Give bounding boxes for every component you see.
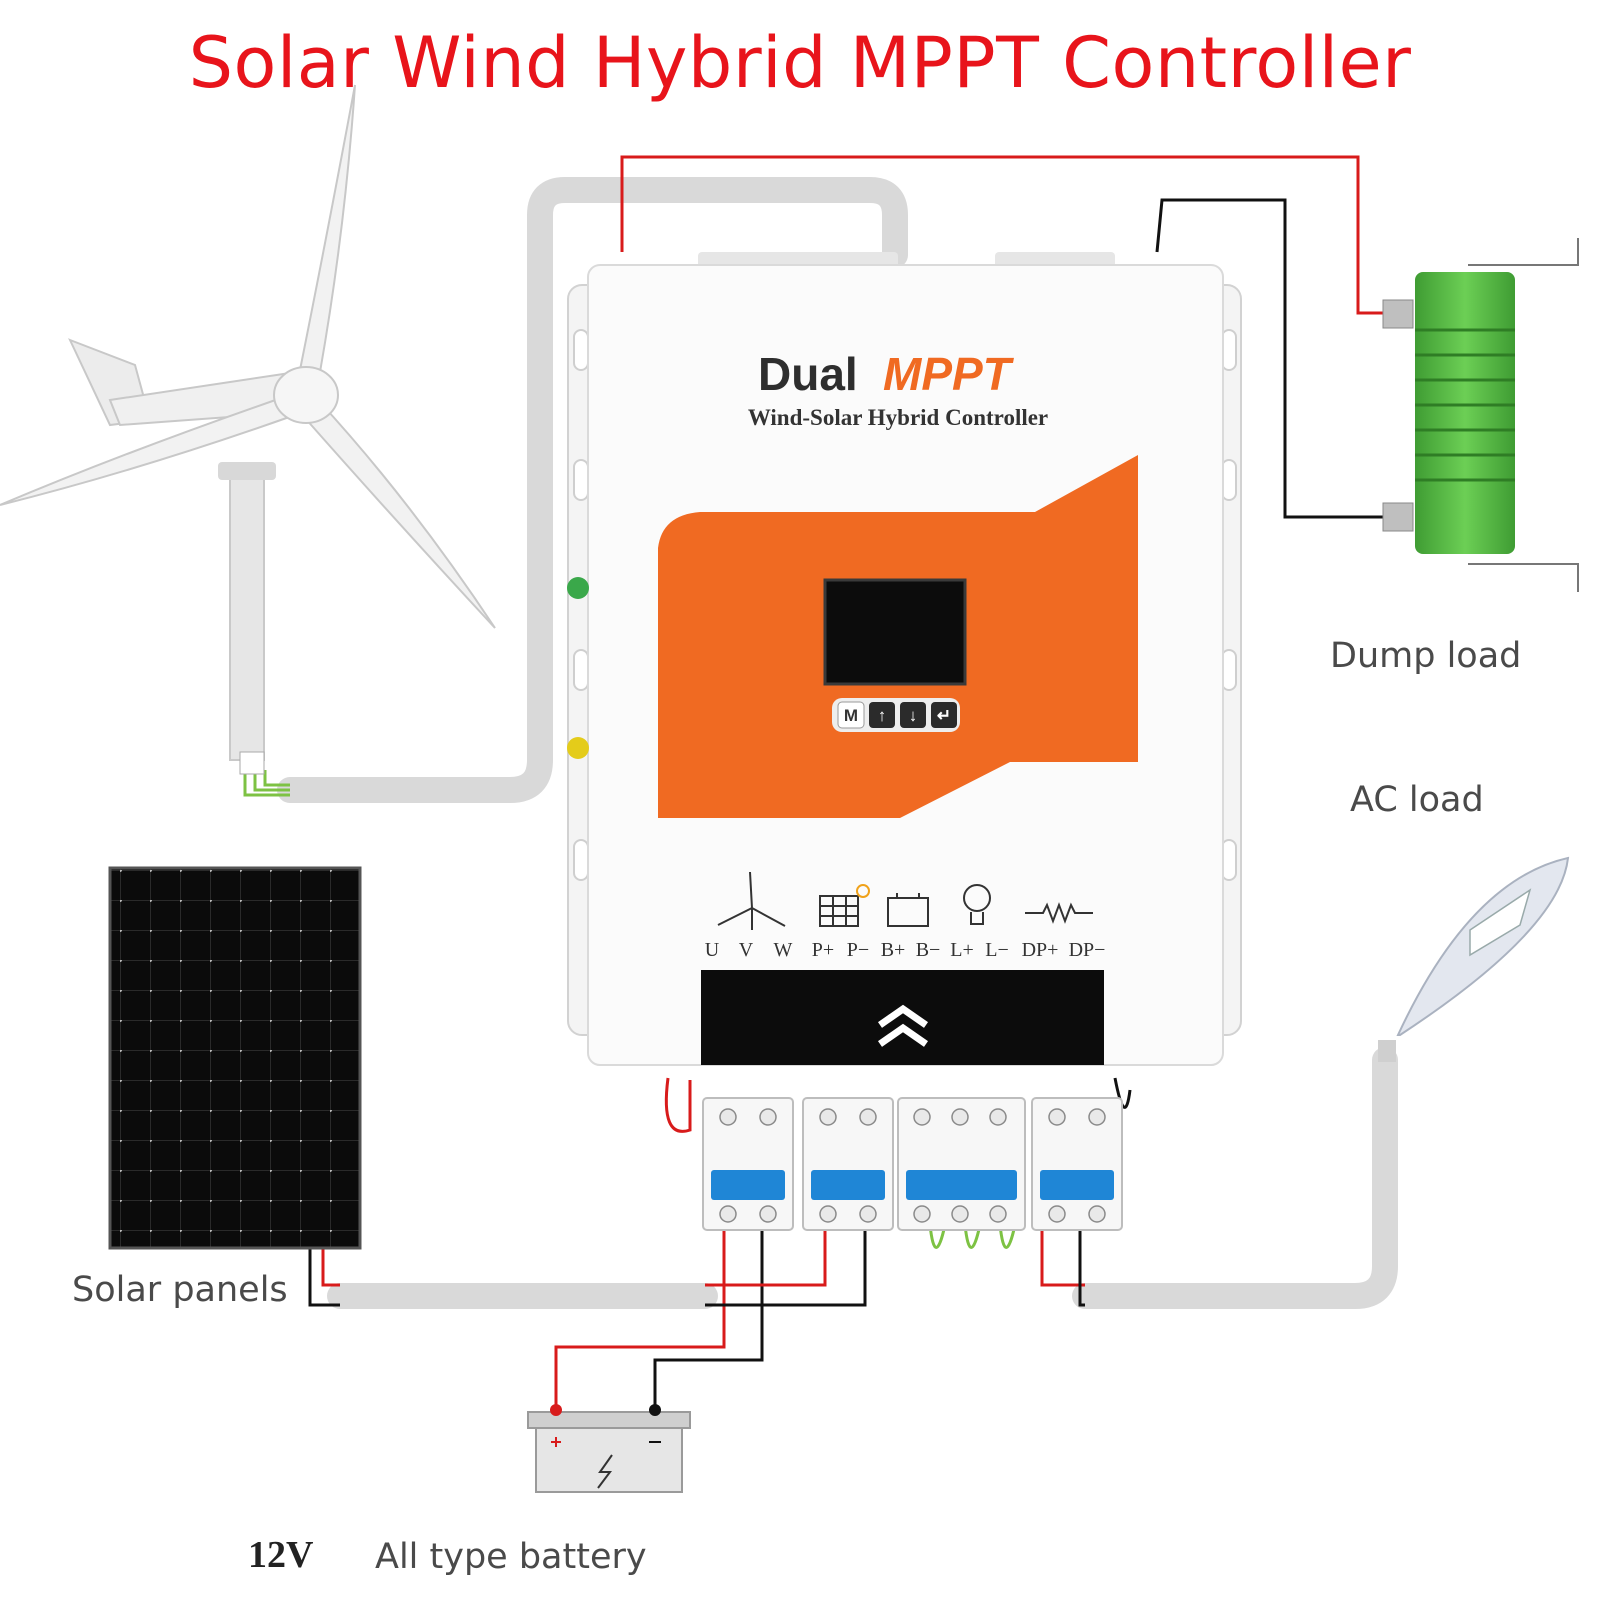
ac-load-label: AC load	[1350, 780, 1484, 820]
battery-icon	[887, 893, 929, 927]
terminal-l-plus: L+	[950, 939, 974, 961]
controller-unit	[567, 252, 1242, 1066]
dump-load-black-wire	[1155, 198, 1390, 519]
solar-panels-label: Solar panels	[72, 1270, 288, 1310]
panel-icons	[717, 871, 1093, 930]
circuit-breakers	[702, 1097, 1123, 1231]
dump-load-label: Dump load	[1330, 636, 1522, 676]
terminal-p-plus: P+	[812, 939, 834, 961]
battery-black-wire	[653, 1230, 764, 1412]
terminal-w: W	[774, 939, 793, 961]
turbine-hub	[273, 366, 339, 424]
resistor-icon	[1025, 902, 1093, 924]
wind-turbine-icon	[717, 871, 786, 930]
terminal-p-minus: P−	[847, 939, 869, 961]
up-button[interactable]: ↑	[878, 706, 887, 725]
solar-red-wire	[321, 1248, 340, 1287]
turbine-blade-right	[303, 398, 496, 629]
brand-prefix: Dual	[758, 348, 858, 400]
chevron-up-icon	[878, 1004, 928, 1047]
battery-red-wire	[554, 1230, 726, 1412]
cable-cover	[701, 970, 1104, 1065]
solar-panel	[108, 866, 362, 1250]
wind-turbine	[0, 84, 496, 775]
terminal-b-minus: B−	[916, 939, 941, 961]
lcd-screen	[823, 578, 967, 686]
battery-voltage-label: 12V	[248, 1534, 314, 1576]
turbine-green-wires	[243, 770, 290, 797]
terminal-labels: U V W P+ P− B+ B− L+ L− DP+ DP−	[705, 939, 1106, 961]
down-button[interactable]: ↓	[909, 706, 918, 725]
terminal-b-plus: B+	[881, 939, 906, 961]
battery-type-label: All type battery	[375, 1537, 647, 1577]
wires	[243, 155, 1390, 1412]
enter-button[interactable]: ↵	[937, 706, 951, 725]
street-light	[1378, 856, 1570, 1062]
battery	[527, 1404, 691, 1493]
turbine-blade-left	[0, 393, 297, 506]
terminal-u: U	[705, 939, 720, 961]
cable-conduits	[277, 177, 1398, 1309]
solar-black-wire	[308, 1248, 340, 1307]
terminal-dp-plus: DP+	[1022, 939, 1059, 961]
brand-logo: Dual MPPT	[758, 348, 1015, 400]
terminal-l-minus: L−	[985, 939, 1009, 961]
turbine-blade-top	[298, 84, 356, 374]
dump-load-resistor	[1382, 238, 1579, 592]
dump-load-red-wire	[620, 155, 1390, 315]
controller-subtitle: Wind-Solar Hybrid Controller	[748, 405, 1048, 430]
brand-suffix: MPPT	[883, 348, 1015, 400]
controller-buttons[interactable]: M ↑ ↓ ↵	[837, 701, 957, 729]
turbine-tower	[229, 469, 265, 761]
menu-button[interactable]: M	[844, 706, 858, 725]
terminal-v: V	[739, 939, 754, 961]
light-bulb-icon	[963, 884, 991, 925]
solar-panel-icon	[819, 884, 870, 927]
terminal-dp-minus: DP−	[1069, 939, 1106, 961]
page-title: Solar Wind Hybrid MPPT Controller	[188, 22, 1412, 104]
